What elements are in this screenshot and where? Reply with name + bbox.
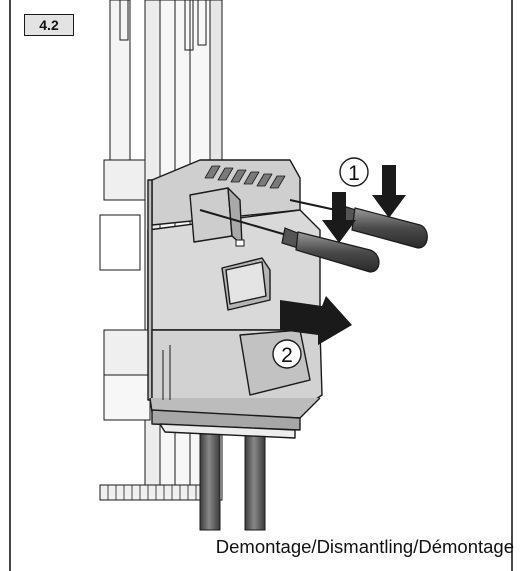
housing-details	[162, 239, 245, 400]
figure-caption: Demontage/Dismantling/Démontage	[215, 536, 514, 557]
rail-teeth	[107, 485, 213, 500]
callout-1-number: 1	[348, 162, 360, 185]
callout-1-circle	[339, 157, 369, 187]
step-number-badge: 4.2	[24, 14, 74, 36]
callout-2-number: 2	[281, 344, 293, 367]
screwdriver-lower	[199, 209, 380, 273]
callout-2-circle	[272, 339, 302, 369]
push-arrow-1	[372, 165, 406, 218]
push-arrow-2	[322, 192, 356, 243]
pull-arrow	[280, 296, 352, 345]
